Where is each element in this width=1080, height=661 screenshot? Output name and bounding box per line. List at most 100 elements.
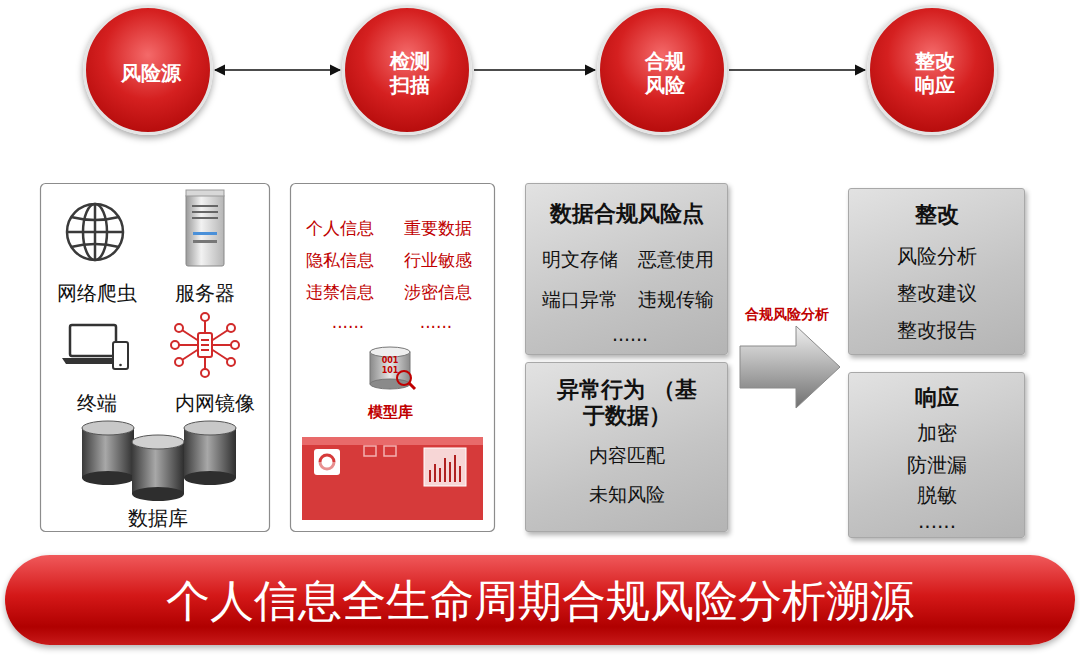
- text-slot: 合规风险分析: [745, 307, 829, 321]
- category-box: 整改风险分析整改建议整改报告: [848, 188, 1025, 355]
- text-slot: 整改建议: [897, 281, 977, 305]
- text-slot: 违规传输: [638, 288, 714, 311]
- flow-arrow: [474, 69, 595, 71]
- node-text: 数据库: [128, 506, 188, 530]
- model-library-icon: [370, 347, 415, 389]
- text-slot: 内容匹配: [589, 444, 665, 467]
- node-text: 终端: [77, 391, 117, 415]
- node-text: 响应: [915, 385, 959, 411]
- node-text: 整改报告: [897, 318, 977, 342]
- database-icon: [82, 421, 236, 501]
- text-slot: 响应: [915, 385, 959, 411]
- node-text: 防泄漏: [907, 453, 967, 477]
- node-text: 检测 扫描: [387, 49, 433, 97]
- node-text: 加密: [917, 421, 957, 445]
- text-slot: 违禁信息: [306, 282, 374, 302]
- node-text: ......: [918, 509, 956, 533]
- node-text: 合规 风险: [642, 49, 688, 97]
- text-slot: ......: [918, 509, 956, 533]
- text-slot: 恶意使用: [638, 248, 714, 271]
- flow-arrow: [729, 69, 865, 71]
- text-slot: 端口异常: [542, 288, 618, 311]
- text-slot: 风险分析: [897, 244, 977, 268]
- globe-icon: [67, 204, 123, 260]
- text-slot: 明文存储: [542, 248, 618, 271]
- node-text: 个人信息全生命周期合规风险分析溯源: [166, 575, 914, 628]
- node-text: 恶意使用: [638, 248, 714, 271]
- text-slot: 数据库: [128, 506, 188, 530]
- terminal-icon: [62, 325, 128, 369]
- node-text: 风险源: [115, 61, 187, 85]
- node-text: 风险分析: [897, 244, 977, 268]
- arrow-label: 合规风险分析: [745, 307, 829, 321]
- panel-outline: [291, 184, 495, 532]
- node-text: ......: [612, 323, 648, 346]
- text-slot: 防泄漏: [907, 453, 967, 477]
- category-box: 响应加密防泄漏脱敏......: [848, 372, 1025, 538]
- node-text: 行业敏感: [404, 250, 472, 270]
- server-icon: [186, 190, 224, 266]
- text-slot: 隐私信息: [306, 250, 374, 270]
- node-text: 个人信息: [306, 218, 374, 238]
- category-box: 异常行为 （基于数据） 内容匹配未知风险: [525, 362, 728, 532]
- node-text: 脱敏: [917, 483, 957, 507]
- node-text: 整改 响应: [912, 49, 958, 97]
- text-slot: 个人信息: [306, 218, 374, 238]
- icon-code: 101: [382, 367, 399, 375]
- text-slot: 内网镜像: [175, 391, 255, 415]
- text-slot: 服务器: [175, 281, 235, 305]
- stage-circle: 整改 响应: [867, 5, 997, 135]
- node-text: 服务器: [175, 281, 235, 305]
- icon-code: 001: [382, 357, 399, 365]
- node-text: 模型库: [368, 403, 413, 421]
- node-text: 整改建议: [897, 281, 977, 305]
- text-slot: 个人信息全生命周期合规风险分析溯源: [166, 575, 914, 628]
- text-slot: 模型库: [368, 403, 413, 421]
- text-slot: 异常行为 （基于数据）: [552, 377, 702, 430]
- block-arrow: [740, 326, 840, 408]
- node-text: 数据合规风险点: [550, 201, 704, 227]
- panel-box: 网络爬虫 服务器终端 内网镜像数据库: [40, 183, 270, 532]
- stage-circle: 检测 扫描: [342, 5, 472, 135]
- node-text: 违规传输: [638, 288, 714, 311]
- text-slot: 整改 响应: [912, 49, 958, 97]
- node-text: 内网镜像: [175, 391, 255, 415]
- text-slot: 脱敏: [917, 483, 957, 507]
- text-slot: ......: [332, 312, 364, 332]
- panel-outline: [41, 184, 270, 532]
- appliance-icon: [302, 437, 483, 520]
- text-slot: 重要数据: [404, 218, 472, 238]
- text-slot: 001: [382, 357, 399, 365]
- node-text: 涉密信息: [404, 282, 472, 302]
- text-slot: 合规 风险: [642, 49, 688, 97]
- node-text: 整改: [915, 202, 959, 228]
- network-icon: [171, 313, 239, 377]
- node-text: 网络爬虫: [57, 281, 137, 305]
- text-slot: 整改报告: [897, 318, 977, 342]
- text-slot: ......: [420, 312, 452, 332]
- stage-circle: 合规 风险: [597, 5, 727, 135]
- node-text: 未知风险: [589, 483, 665, 506]
- text-slot: 检测 扫描: [387, 49, 433, 97]
- text-slot: 网络爬虫: [57, 281, 137, 305]
- stage-circle: 风险源: [83, 5, 213, 135]
- node-text: 明文存储: [542, 248, 618, 271]
- text-slot: 101: [382, 367, 399, 375]
- text-slot: 终端: [77, 391, 117, 415]
- node-text: ......: [420, 312, 452, 332]
- node-text: 端口异常: [542, 288, 618, 311]
- text-slot: 加密: [917, 421, 957, 445]
- node-text: 隐私信息: [306, 250, 374, 270]
- title-band: 个人信息全生命周期合规风险分析溯源: [5, 555, 1075, 645]
- text-slot: ......: [612, 323, 648, 346]
- text-slot: 数据合规风险点: [550, 201, 704, 227]
- category-box: 数据合规风险点明文存储恶意使用端口异常违规传输......: [525, 183, 728, 355]
- text-slot: 行业敏感: [404, 250, 472, 270]
- node-text: 违禁信息: [306, 282, 374, 302]
- text-slot: 风险源: [115, 61, 187, 85]
- node-text: 异常行为 （基于数据）: [552, 377, 702, 430]
- text-slot: 整改: [915, 202, 959, 228]
- flow-arrow: [215, 69, 340, 71]
